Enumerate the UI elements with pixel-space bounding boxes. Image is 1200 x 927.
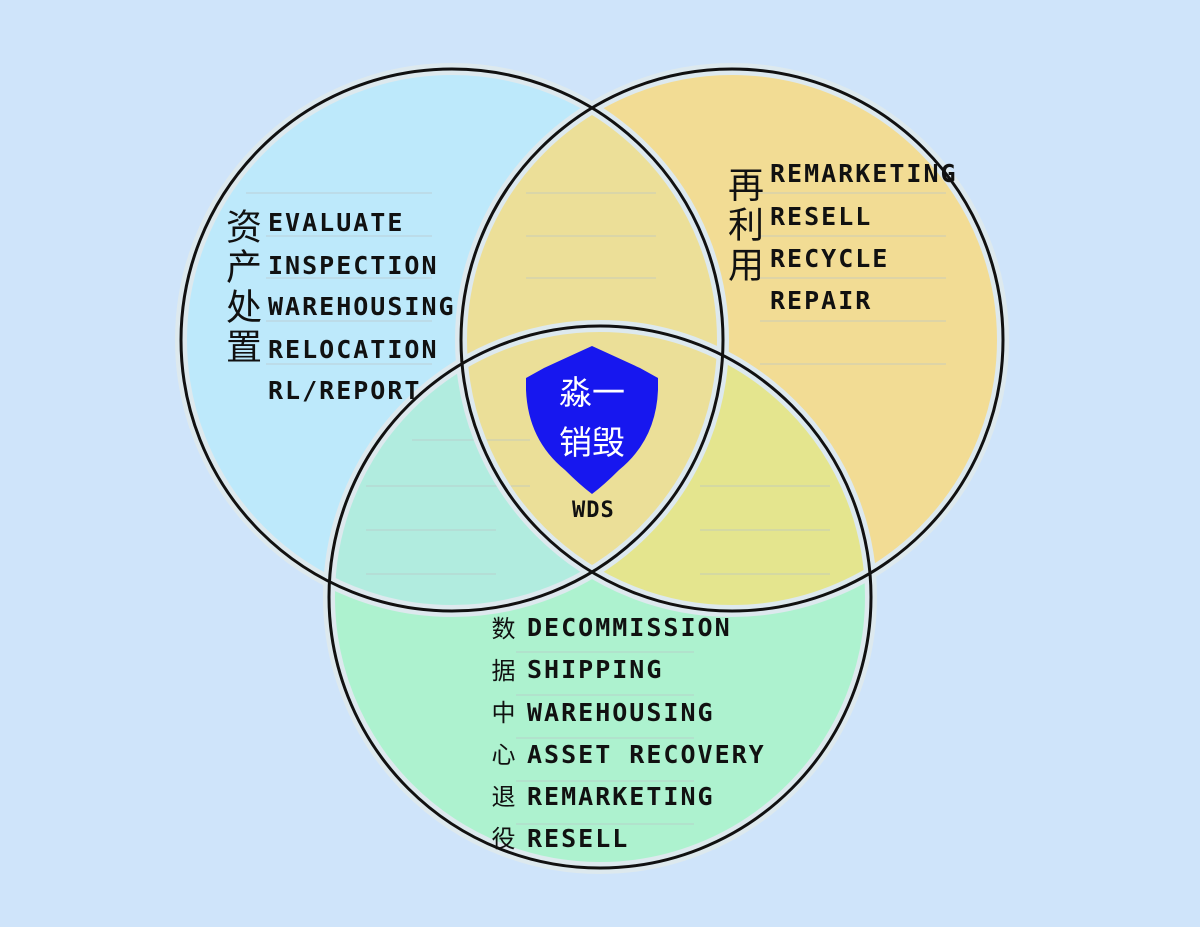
data-center-item: SHIPPING [527, 655, 664, 684]
reuse-item: RECYCLE [770, 244, 890, 273]
asset-disposal-item: INSPECTION [268, 251, 439, 280]
reuse-item: RESELL [770, 202, 873, 231]
data-center-item: RESELL [527, 824, 630, 853]
asset-disposal-item: EVALUATE [268, 208, 405, 237]
asset-disposal-item: WAREHOUSING [268, 292, 456, 321]
asset-disposal-title: 资产处置 [220, 208, 261, 368]
reuse-title: 再利用 [722, 166, 763, 286]
reuse-item: REPAIR [770, 286, 873, 315]
data-center-item: WAREHOUSING [527, 698, 715, 727]
shield-label-line1: 淼一 [559, 373, 625, 412]
circle-outlines [175, 63, 1009, 874]
asset-disposal-item: RELOCATION [268, 335, 439, 364]
data-center-item: DECOMMISSION [527, 613, 732, 642]
shield-label-line2: 销毁 [559, 423, 625, 462]
asset-disposal-item: RL/REPORT [268, 376, 422, 405]
data-center-item: ASSET RECOVERY [527, 740, 766, 769]
shield-icon [526, 346, 658, 494]
data-center-title: 数据中心退役 [487, 616, 515, 868]
reuse-item: REMARKETING [770, 159, 958, 188]
data-center-item: REMARKETING [527, 782, 715, 811]
center-caption: WDS [572, 498, 615, 523]
